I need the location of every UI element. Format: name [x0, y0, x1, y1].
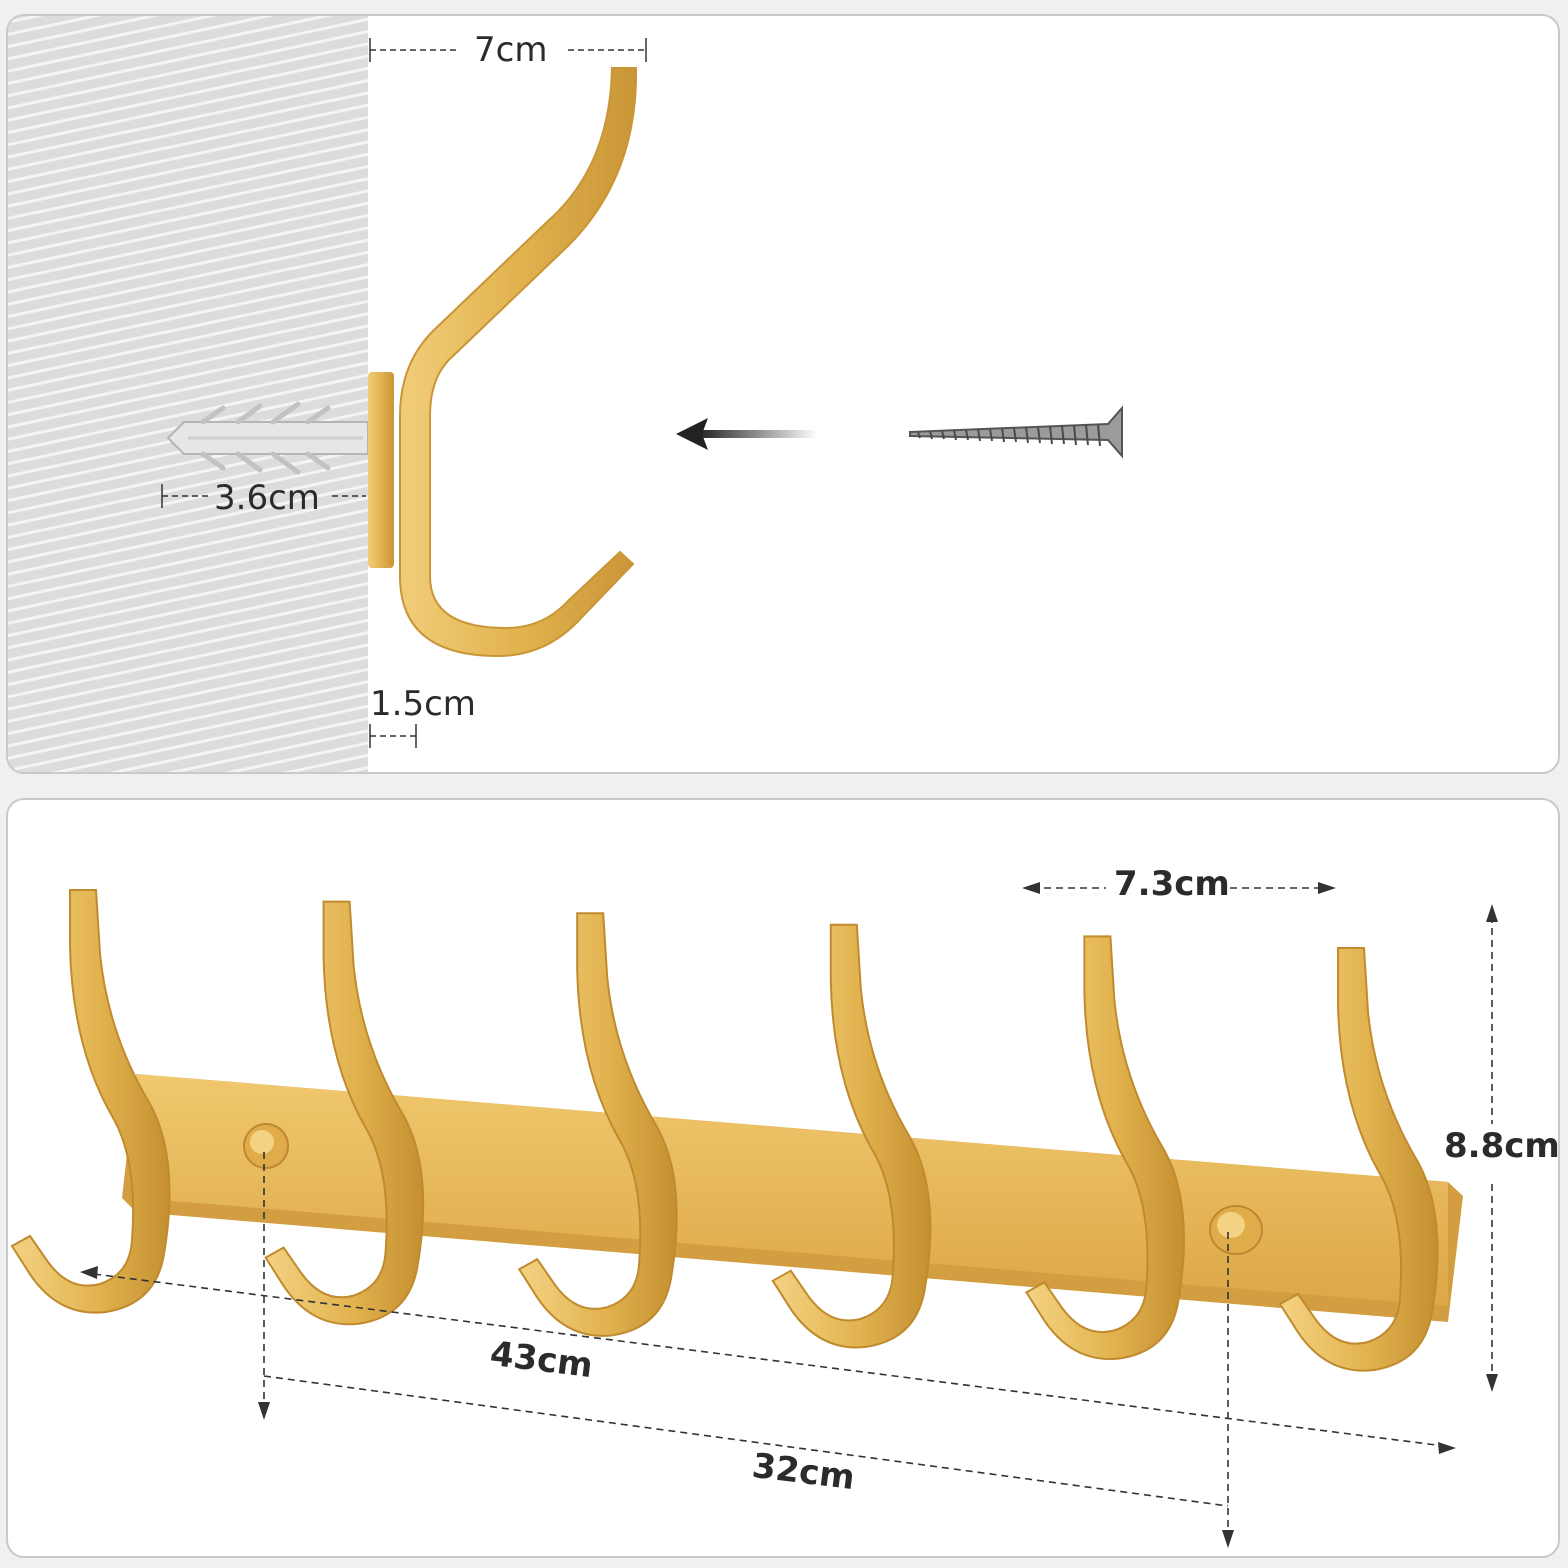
hook-5	[1024, 935, 1185, 1361]
insert-direction-arrow-icon	[676, 418, 818, 450]
height-label: 8.8cm	[1444, 1126, 1560, 1166]
rack-diagram	[10, 882, 1498, 1548]
hook-6	[1278, 947, 1439, 1372]
dimension-lines	[93, 887, 1493, 1536]
screw-icon	[909, 405, 1123, 459]
hook-depth-label: 7cm	[474, 30, 548, 70]
screw-cap-left	[243, 1123, 289, 1169]
rack-rail	[122, 1074, 1463, 1322]
installation-diagram	[8, 16, 1123, 772]
hook-base-plate	[368, 372, 394, 568]
hook-profile	[399, 67, 638, 658]
hook-3	[517, 912, 678, 1337]
hook-1	[10, 889, 171, 1314]
dimension-lines	[161, 38, 647, 748]
dimension-arrowheads	[80, 882, 1498, 1548]
wall	[8, 16, 368, 772]
screw-cap-right	[1209, 1205, 1263, 1255]
hook-4	[771, 923, 932, 1349]
base-thickness-label: 1.5cm	[370, 684, 476, 724]
hook-spacing-label: 7.3cm	[1114, 864, 1230, 904]
anchor-length-label: 3.6cm	[214, 478, 320, 518]
hooks	[10, 889, 1439, 1372]
rack-dimensions-panel: 7.3cm 8.8cm 43cm 32cm	[6, 798, 1560, 1558]
installation-diagram-panel: 7cm 3.6cm 1.5cm	[6, 14, 1560, 774]
hook-2	[264, 900, 425, 1326]
